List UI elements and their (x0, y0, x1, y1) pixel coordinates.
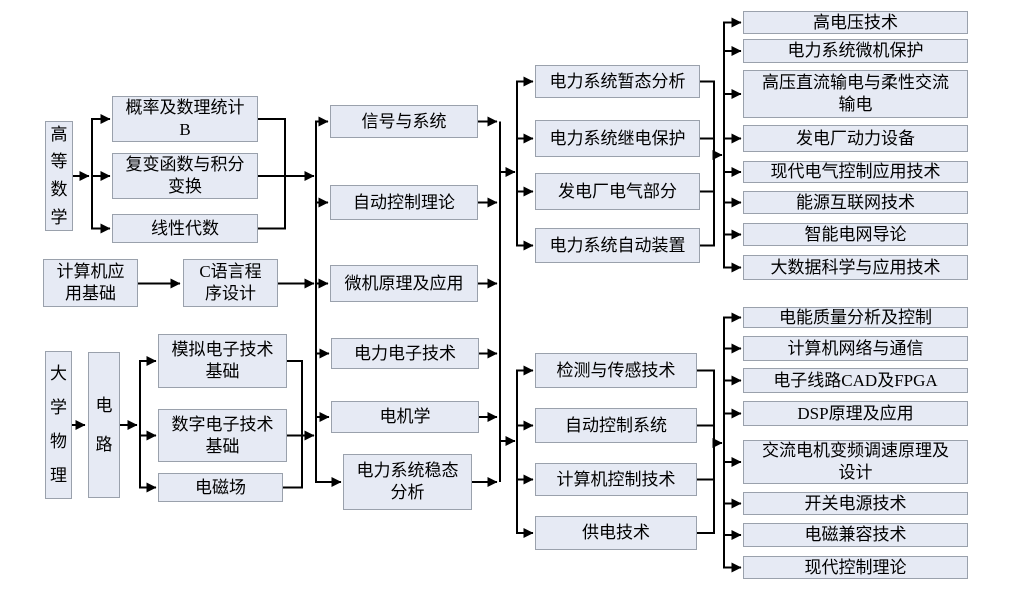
busE (697, 369, 715, 534)
node-relay-protection: 电力系统继电保护 (535, 120, 700, 157)
node-switching-power: 开关电源技术 (743, 492, 968, 515)
node-microcomputer-protection: 电力系统微机保护 (743, 39, 968, 63)
busB (516, 76, 534, 251)
node-advanced-math: 高 等 数 学 (45, 121, 73, 231)
node-computer-networks: 计算机网络与通信 (743, 336, 968, 361)
node-auto-control-systems: 自动控制系统 (535, 408, 697, 443)
node-ac-motor-drive: 交流电机变频调速原理及 设计 (743, 440, 968, 484)
node-analog-electronics: 模拟电子技术 基础 (158, 334, 287, 388)
node-signals-systems: 信号与系统 (330, 105, 478, 138)
node-c-programming: C语言程 序设计 (183, 259, 278, 307)
node-computer-control: 计算机控制技术 (535, 463, 697, 496)
node-linear-algebra: 线性代数 (112, 214, 258, 243)
node-digital-electronics: 数字电子技术 基础 (158, 409, 287, 462)
node-energy-internet: 能源互联网技术 (743, 191, 968, 214)
edge-elec-merge (283, 360, 303, 489)
node-college-physics: 大 学 物 理 (45, 351, 72, 499)
node-big-data: 大数据科学与应用技术 (743, 255, 968, 280)
node-auto-control-theory: 自动控制理论 (330, 185, 478, 220)
busD (723, 17, 742, 273)
node-power-plant-electrical: 发电厂电气部分 (535, 173, 700, 210)
node-power-transient: 电力系统暂态分析 (535, 65, 700, 98)
node-power-plant-equipment: 发电厂动力设备 (743, 125, 968, 152)
node-hvdc: 高压直流输电与柔性交流 输电 (743, 70, 968, 118)
node-electromagnetic-field: 电磁场 (158, 473, 283, 502)
node-complex-functions: 复变函数与积分 变换 (112, 153, 258, 199)
node-power-auto-devices: 电力系统自动装置 (535, 228, 700, 263)
node-circuits: 电 路 (88, 352, 120, 498)
node-smart-grid: 智能电网导论 (743, 223, 968, 246)
node-computer-basics: 计算机应 用基础 (43, 259, 138, 307)
node-power-supply: 供电技术 (535, 516, 697, 550)
node-probability: 概率及数理统计 B (112, 96, 258, 142)
bus0 (315, 116, 342, 487)
node-electronic-cad: 电子线路CAD及FPGA (743, 368, 968, 393)
node-high-voltage: 高电压技术 (743, 11, 968, 34)
busC (700, 80, 715, 247)
edge-circuits-split (139, 356, 157, 493)
node-microcomputer: 微机原理及应用 (330, 265, 478, 302)
node-power-steady-state: 电力系统稳态 分析 (343, 454, 472, 510)
node-detection-sensing: 检测与传感技术 (535, 353, 697, 388)
node-modern-control: 现代控制理论 (743, 556, 968, 579)
edge-math-merge (258, 118, 286, 230)
node-power-electronics: 电力电子技术 (331, 338, 479, 369)
node-power-quality: 电能质量分析及控制 (743, 307, 968, 328)
node-dsp: DSP原理及应用 (743, 401, 968, 426)
busF (723, 312, 742, 573)
node-emc: 电磁兼容技术 (743, 523, 968, 547)
node-modern-electrical-control: 现代电气控制应用技术 (743, 161, 968, 183)
edge-math-split (91, 114, 111, 234)
node-electric-machinery: 电机学 (331, 401, 479, 433)
busB2 (516, 365, 534, 538)
